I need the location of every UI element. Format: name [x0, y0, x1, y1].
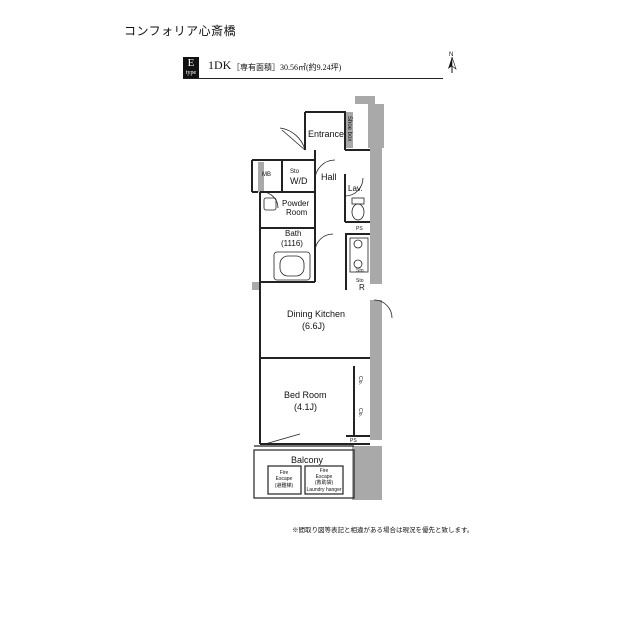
fire-escape-1-line: Fire: [280, 470, 289, 476]
hall-label: Hall: [321, 172, 337, 182]
powder-room-label: Powder: [282, 199, 309, 208]
header-divider: [183, 78, 443, 79]
fire-escape-2-line: (救助袋): [315, 479, 334, 486]
storage-label: Sto: [290, 169, 300, 175]
laundry-hanger-label: Laundry hanger: [306, 487, 341, 493]
closet-label-2: Clo.: [357, 408, 363, 417]
fire-escape-labels: Fire Escape (避難梯) Fire Escape (救助袋) Laun…: [275, 468, 342, 493]
type-word: type: [185, 70, 197, 76]
walls: [251, 111, 370, 445]
toilet-icon: [351, 203, 365, 221]
property-name: コンフォリア心斎橋: [124, 24, 237, 38]
pipe-space-2-label: PS: [350, 438, 357, 444]
kitchen-storage-label: Sto.: [356, 268, 365, 274]
storage-2-label: Sto: [356, 278, 364, 284]
bath-size-label: (1116): [281, 239, 303, 248]
bed-room-size: (4.1J): [294, 402, 317, 412]
dining-kitchen-label: Dining Kitchen: [287, 309, 345, 319]
fixtures: [263, 197, 369, 281]
closet-label: Clo.: [357, 376, 363, 385]
washbasin-icon: [263, 197, 277, 211]
unit-type-badge: E type: [183, 57, 199, 79]
fire-escape-2-line: Escape: [316, 474, 333, 480]
north-arrow-icon: [448, 56, 457, 73]
structural-walls: [252, 96, 384, 500]
fire-escape-2-line: Fire: [320, 468, 329, 474]
lavatory-label: Lav.: [348, 184, 363, 193]
layout-name: 1DK: [208, 58, 232, 72]
shoe-box-label: Shoe box: [346, 116, 352, 141]
stove-burner-icon: [353, 259, 363, 269]
bed-room-label: Bed Room: [284, 390, 327, 400]
type-letter: E: [187, 57, 195, 69]
washer-dryer-label: W/D: [290, 176, 308, 186]
fire-escape-1-line: Escape: [276, 476, 293, 482]
pipe-space-label: PS: [356, 226, 363, 232]
stove-burner-icon: [353, 239, 363, 249]
refrigerator-label: R: [359, 283, 365, 292]
meter-box-label: MB: [262, 172, 271, 178]
doors: [261, 127, 393, 445]
balcony-railing: [253, 445, 355, 499]
balcony-label: Balcony: [291, 455, 324, 465]
floor-area: ［専有面積］30.56㎡(約9.24坪): [232, 63, 342, 72]
room-labels: Entrance Shoe box MB Sto W/D Hall Lav. P…: [262, 116, 365, 465]
fire-escape-1-line: (避難梯): [275, 482, 294, 489]
north-label: N: [449, 52, 454, 58]
powder-room-label-2: Room: [286, 208, 308, 217]
bath-label: Bath: [285, 229, 301, 238]
entrance-label: Entrance: [308, 129, 344, 139]
dining-kitchen-size: (6.6J): [302, 321, 325, 331]
disclaimer-note: ※間取り図等表記と相違がある場合は現況を優先と致します。: [292, 527, 474, 534]
